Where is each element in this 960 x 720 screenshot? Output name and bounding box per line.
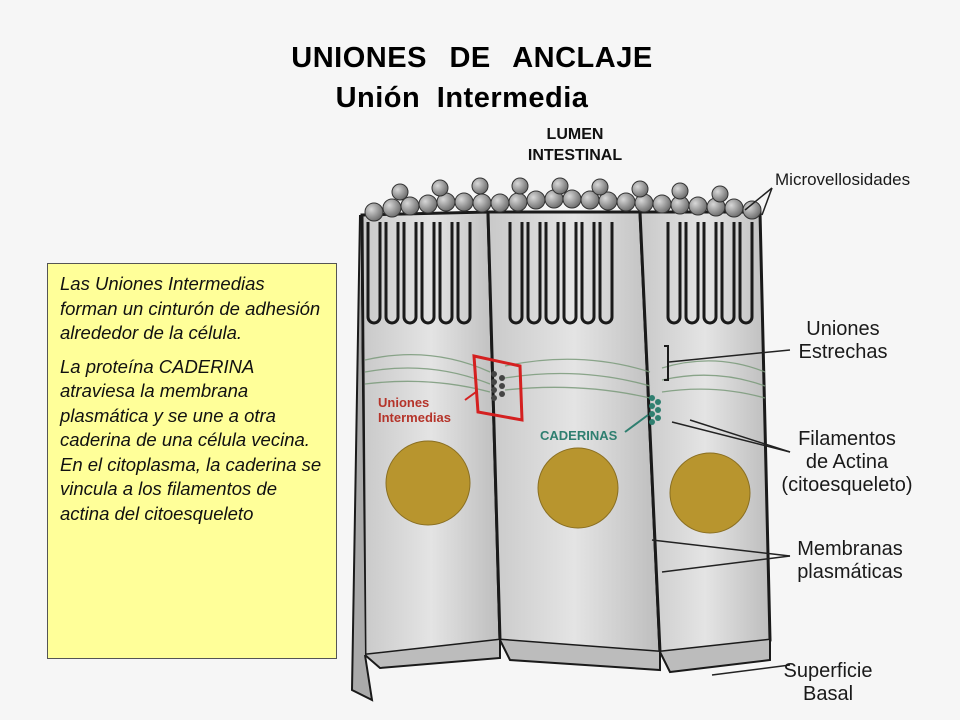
label-leader-lines	[651, 187, 791, 676]
microvilli	[366, 222, 754, 325]
main-title: UNIONES DE ANCLAJE	[291, 42, 653, 74]
label-uniones-estrechas: Uniones Estrechas	[778, 318, 908, 364]
label-membranas: Membranas plasmáticas	[775, 538, 925, 584]
label-caderinas: CADERINAS	[540, 428, 618, 443]
label-uniones-estrechas-line2: Estrechas	[798, 341, 888, 363]
intermediate-junction-dots	[491, 371, 505, 401]
description-box: Las Uniones Intermedias forman un cintur…	[47, 263, 337, 659]
label-membranas-line1: Membranas	[797, 538, 903, 560]
description-paragraph-1: Las Uniones Intermedias forman un cintur…	[60, 273, 321, 343]
label-uniones-intermedias-line2: Intermedias	[378, 410, 451, 425]
label-superficie-basal: Superficie Basal	[778, 660, 878, 706]
label-filamentos-line1: Filamentos	[798, 428, 896, 450]
uniones-intermedias-pointer	[464, 391, 477, 401]
label-superficie-line1: Superficie	[783, 660, 873, 682]
label-uniones-intermedias: Uniones Intermedias	[378, 395, 478, 425]
caderinas-pointer	[624, 414, 649, 433]
lumen-label-line1: LUMEN	[546, 126, 604, 143]
microvilli-tips	[364, 177, 762, 222]
label-filamentos-actina: Filamentos de Actina (citoesqueleto)	[772, 428, 922, 497]
label-filamentos-line3: (citoesqueleto)	[781, 474, 913, 496]
label-superficie-line2: Basal	[802, 683, 854, 705]
label-uniones-estrechas-line1: Uniones	[806, 318, 880, 340]
label-microvellosidades: Microvellosidades	[775, 170, 911, 189]
label-filamentos-line2: de Actina	[805, 451, 889, 473]
highlight-box	[472, 354, 524, 422]
tight-junction-bracket	[664, 345, 669, 381]
description-paragraph-2: La proteína CADERINA atraviesa la membra…	[60, 355, 322, 524]
lumen-label-line2: INTESTINAL	[527, 147, 623, 164]
label-uniones-intermedias-line1: Uniones	[378, 395, 430, 410]
nuclei	[385, 440, 751, 534]
cadherin-junction	[649, 395, 661, 425]
label-membranas-line2: plasmáticas	[797, 561, 903, 583]
lumen-label: LUMEN INTESTINAL	[510, 124, 640, 166]
subtitle: Unión Intermedia	[335, 82, 589, 114]
